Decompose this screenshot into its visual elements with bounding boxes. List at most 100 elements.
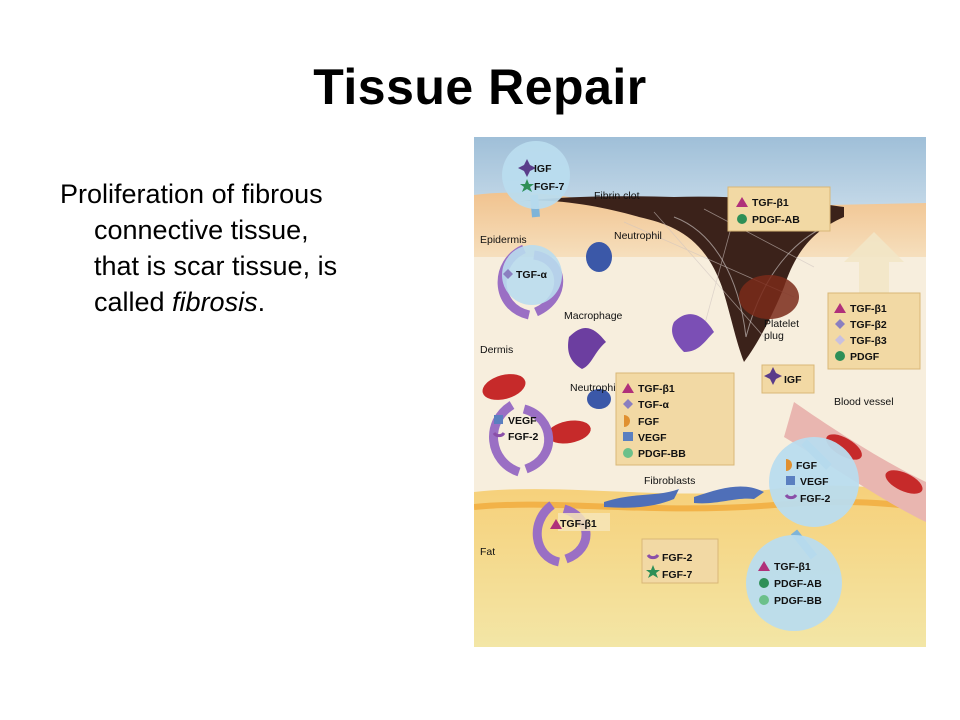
svg-text:TGF-α: TGF-α: [638, 399, 669, 411]
fibrin-strands: [623, 208, 815, 338]
label-neutrophil-top: Neutrophil: [614, 230, 662, 242]
pdgf-ab-circle-icon: [759, 578, 769, 588]
body-line-1: Proliferation of fibrous: [60, 179, 323, 209]
pdgf-bb-circle-icon: [759, 595, 769, 605]
svg-text:PDGF-AB: PDGF-AB: [752, 214, 800, 226]
tgf-b1-triangle-icon: [622, 383, 634, 393]
red-blood-cell: [885, 470, 923, 494]
macrophage-cell: [568, 327, 606, 369]
factor-box-tgf-b1-pdgf-ab: TGF-β1 PDGF-AB: [727, 186, 831, 232]
red-blood-cell: [547, 420, 591, 444]
body-line-3: that is scar tissue, is: [94, 251, 338, 281]
label-fat: Fat: [480, 546, 495, 558]
fgf2-crescent-icon: [784, 493, 798, 500]
factor-label-tgf-b1-bottom-left: TGF-β1: [550, 513, 610, 531]
svg-text:FGF-2: FGF-2: [800, 493, 830, 505]
factor-box-center: TGF-β1 TGF-α FGF VEGF PDGF-BB: [615, 372, 735, 466]
fgf-halfcircle-icon: [624, 415, 630, 427]
svg-text:PDGF: PDGF: [850, 351, 880, 363]
body-line-2: connective tissue,: [94, 215, 309, 245]
up-arrow: [844, 232, 904, 302]
svg-text:FGF: FGF: [638, 416, 660, 428]
factor-box-igf: IGF: [761, 364, 815, 394]
svg-text:PDGF-BB: PDGF-BB: [638, 448, 686, 460]
svg-text:TGF-β1: TGF-β1: [774, 561, 811, 573]
svg-text:VEGF: VEGF: [638, 432, 667, 444]
red-blood-cell: [482, 374, 526, 400]
fat-band: [474, 499, 926, 512]
svg-text:TGF-β3: TGF-β3: [850, 335, 887, 347]
svg-text:TGF-α: TGF-α: [516, 269, 547, 281]
svg-text:FGF-7: FGF-7: [662, 569, 692, 581]
fibroblast-cell: [604, 489, 679, 508]
svg-text:IGF: IGF: [784, 374, 802, 386]
arrow-loop: [489, 401, 521, 477]
label-platelet-2: plug: [764, 330, 784, 342]
pdgf-bb-circle-icon: [623, 448, 633, 458]
tgf-b1-triangle-icon: [550, 519, 562, 529]
svg-text:TGF-β1: TGF-β1: [560, 518, 597, 530]
label-platelet-1: Platelet: [764, 318, 799, 330]
vegf-square-icon: [786, 476, 795, 485]
svg-text:PDGF-BB: PDGF-BB: [774, 595, 822, 607]
svg-text:TGF-β2: TGF-β2: [850, 319, 887, 331]
tgf-b1-triangle-icon: [758, 561, 770, 571]
body-text: Proliferation of fibrous connective tiss…: [60, 176, 450, 320]
svg-text:TGF-β1: TGF-β1: [850, 303, 887, 315]
tgf-a-diamond-icon: [623, 399, 633, 409]
fibrosis-term: fibrosis: [172, 287, 258, 317]
label-blood-vessel: Blood vessel: [834, 396, 894, 408]
factor-group-fgf-vegf-fgf2: FGF VEGF FGF-2: [769, 437, 859, 527]
igf-star-icon: [764, 367, 782, 385]
arrow-loop: [532, 501, 561, 567]
neutrophil-cell: [586, 242, 612, 272]
svg-text:TGF-β1: TGF-β1: [752, 197, 789, 209]
svg-text:TGF-β1: TGF-β1: [638, 383, 675, 395]
tgf-a-diamond-icon: [503, 269, 513, 279]
factor-box-fgf2-fgf7: FGF-2 FGF-7: [641, 538, 719, 584]
body-line-4: called fibrosis.: [94, 287, 266, 317]
arrow-loop: [562, 504, 591, 564]
tissue-repair-illustration: Epidermis Fibrin clot Neutrophil Macroph…: [474, 137, 926, 647]
wound-clot: [514, 196, 844, 362]
svg-text:VEGF: VEGF: [800, 476, 829, 488]
igf-star-icon: [518, 159, 536, 177]
pdgf-circle-icon: [835, 351, 845, 361]
factor-group-vegf-fgf2-left: VEGF FGF-2: [492, 415, 538, 443]
factor-group-tgf-a: TGF-α: [502, 245, 562, 305]
pdgf-ab-circle-icon: [737, 214, 747, 224]
label-fibrin-clot: Fibrin clot: [594, 190, 640, 202]
svg-text:IGF: IGF: [534, 163, 552, 175]
blood-vessel: [784, 402, 926, 522]
red-cell-mass: [739, 275, 799, 319]
svg-text:FGF: FGF: [796, 460, 818, 472]
fgf7-star-icon: [520, 179, 534, 192]
factor-box-tgf-b-pdgf: TGF-β1 TGF-β2 TGF-β3 PDGF: [827, 292, 921, 370]
svg-text:FGF-2: FGF-2: [662, 552, 692, 564]
factor-group-bottom-circle: TGF-β1 PDGF-AB PDGF-BB: [746, 535, 842, 631]
label-neutrophil: Neutrophil: [570, 382, 618, 394]
neutrophil-cell: [587, 389, 611, 409]
svg-text:PDGF-AB: PDGF-AB: [774, 578, 822, 590]
fibrin-strand: [673, 216, 825, 338]
vegf-square-icon: [494, 415, 503, 424]
tgf-b1-triangle-icon: [834, 303, 846, 313]
arrow-loop: [522, 404, 554, 474]
label-dermis: Dermis: [480, 344, 513, 356]
svg-text:VEGF: VEGF: [508, 415, 537, 427]
vegf-square-icon: [623, 432, 633, 441]
label-macrophage: Macrophage: [564, 310, 623, 322]
macrophage-cell: [672, 314, 714, 352]
slide-title: Tissue Repair: [313, 59, 647, 115]
svg-text:FGF-7: FGF-7: [534, 181, 564, 193]
fgf7-star-icon: [646, 565, 660, 578]
fibroblast-cell: [694, 486, 764, 504]
label-fibroblasts: Fibroblasts: [644, 475, 695, 487]
fgf2-crescent-icon: [646, 553, 660, 560]
svg-text:FGF-2: FGF-2: [508, 431, 538, 443]
factor-group-igf-fgf7: IGF FGF-7: [502, 141, 570, 209]
label-epidermis: Epidermis: [480, 234, 527, 246]
fgf-halfcircle-icon: [786, 459, 792, 471]
red-blood-cell: [826, 434, 862, 460]
tgf-b1-triangle-icon: [736, 197, 748, 207]
